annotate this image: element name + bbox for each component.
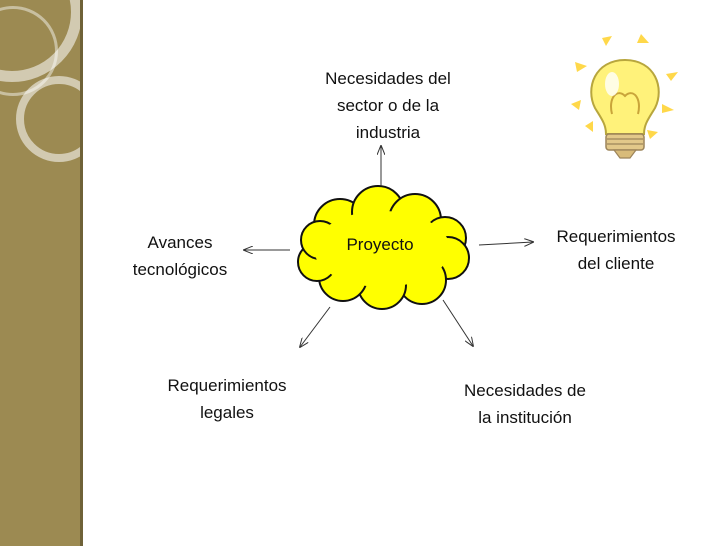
lightbulb-icon [571,34,678,159]
decorative-side-band [0,0,80,546]
center-cloud [297,185,470,310]
node-institution-needs: Necesidades de la institución [464,381,586,427]
node-client-requirements: Requerimientos del cliente [556,227,676,273]
node-technological-advances: Avances tecnológicos [132,233,228,279]
arrow-to-right [478,242,533,245]
node-sector-needs: Necesidades del sector o de la industria [325,69,451,142]
arrow-to-bottom-left [300,306,331,347]
side-band-edge [80,0,83,546]
arrow-to-bottom-right [442,299,473,346]
node-legal-requirements: Requerimientos legales [167,376,287,422]
center-node-label: Proyecto [346,235,414,254]
decorative-ring [16,76,80,162]
